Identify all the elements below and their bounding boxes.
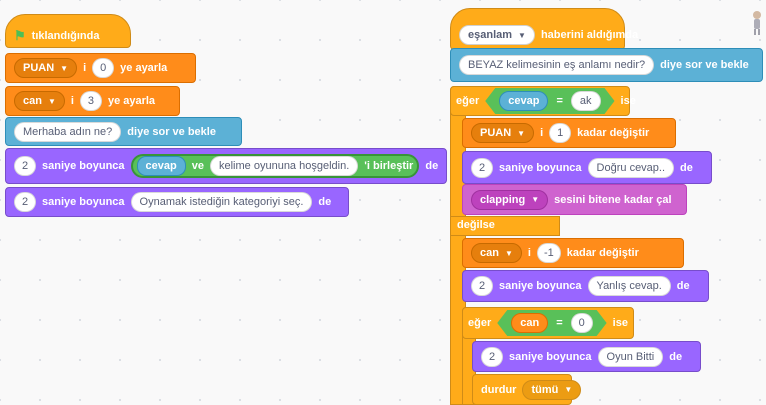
message-dropdown[interactable]: eşanlam ▼: [459, 25, 535, 45]
sprite-thumbnail[interactable]: [750, 10, 764, 36]
can-var-dropdown[interactable]: can ▼: [471, 243, 522, 263]
dropdown-value: eşanlam: [468, 29, 513, 41]
can-reporter[interactable]: can: [511, 313, 548, 333]
dropdown-value: PUAN: [23, 62, 55, 74]
question-input[interactable]: Merhaba adın ne?: [14, 121, 122, 142]
dropdown-caret-icon: ▼: [60, 63, 69, 73]
if-label: eğer: [456, 95, 480, 107]
question-input[interactable]: BEYAZ kelimesinin eş anlamı nedir?: [459, 55, 655, 75]
block-text: saniye boyunca: [509, 350, 592, 363]
dropdown-caret-icon: ▼: [564, 385, 573, 394]
then-label: ise: [612, 317, 628, 329]
seconds-input[interactable]: 2: [471, 157, 493, 178]
block-text: diye sor ve bekle: [127, 125, 216, 138]
seconds-input[interactable]: 2: [14, 156, 36, 176]
change-can-block[interactable]: can ▼ i -1 kadar değiştir: [462, 238, 684, 268]
join-reporter[interactable]: cevap ve kelime oyununa hoşgeldin. 'i bi…: [130, 154, 420, 178]
hat-label: tıklandığında: [31, 30, 100, 42]
dropdown-caret-icon: ▼: [504, 248, 513, 258]
puan-var-dropdown[interactable]: PUAN ▼: [471, 123, 535, 143]
compare-input[interactable]: ak: [571, 91, 601, 111]
equals-operator[interactable]: cevap = ak: [485, 88, 614, 114]
say-wrong-block[interactable]: 2 saniye boyunca Yanlış cevap. de: [462, 270, 709, 302]
block-text: sesini bitene kadar çal: [554, 193, 672, 206]
equals-sign: =: [556, 95, 563, 107]
block-text: durdur: [481, 383, 517, 396]
value-input[interactable]: 1: [549, 123, 572, 143]
message-input[interactable]: Oyun Bitti: [597, 346, 664, 367]
dropdown-caret-icon: ▼: [531, 195, 540, 204]
puan-var-dropdown[interactable]: PUAN ▼: [14, 58, 78, 78]
ask-and-wait-block[interactable]: Merhaba adın ne? diye sor ve bekle: [5, 117, 242, 146]
stop-option-dropdown[interactable]: tümü ▼: [522, 379, 582, 400]
equals-operator[interactable]: can = 0: [497, 310, 606, 336]
block-text: kadar değiştir: [566, 247, 639, 259]
stop-block[interactable]: durdur tümü ▼: [472, 374, 582, 405]
block-text: ye ayarla: [120, 62, 168, 74]
if-header: eğer cevap = ak ise: [450, 86, 642, 116]
sound-dropdown[interactable]: clapping ▼: [471, 189, 549, 210]
block-text: i: [527, 247, 531, 259]
equals-sign: =: [556, 317, 563, 329]
block-text: de: [669, 350, 683, 363]
when-i-receive-hat[interactable]: eşanlam ▼ haberini aldığımda: [450, 8, 638, 50]
dropdown-value: tümü: [531, 383, 559, 396]
block-text: de: [680, 161, 693, 174]
block-text: de: [318, 196, 332, 208]
value-input[interactable]: 0: [92, 58, 115, 78]
when-flag-clicked-hat[interactable]: ⚑ tıklandığında: [5, 14, 131, 48]
message-input[interactable]: Doğru cevap..: [587, 157, 675, 178]
block-text: diye sor ve bekle: [660, 59, 749, 71]
seconds-input[interactable]: 2: [471, 276, 493, 296]
dropdown-value: clapping: [480, 193, 526, 206]
green-flag-icon: ⚑: [14, 28, 26, 43]
say-category-block[interactable]: 2 saniye boyunca Oynamak istediğin kateg…: [5, 187, 349, 217]
change-puan-block[interactable]: PUAN ▼ i 1 kadar değiştir: [462, 118, 676, 148]
message-input[interactable]: Oynamak istediğin kategoriyi seç.: [130, 192, 313, 212]
answer-reporter[interactable]: cevap: [499, 91, 548, 111]
join-text-input[interactable]: kelime oyununa hoşgeldin.: [210, 156, 359, 176]
seconds-input[interactable]: 2: [14, 192, 36, 212]
set-puan-block[interactable]: PUAN ▼ i 0 ye ayarla: [5, 53, 196, 83]
block-text: i: [540, 127, 544, 139]
inner-if-header: eğer can = 0 ise: [462, 307, 634, 339]
block-text: i: [70, 95, 74, 107]
dropdown-caret-icon: ▼: [517, 128, 526, 138]
block-text: saniye boyunca: [499, 280, 582, 292]
answer-reporter[interactable]: cevap: [136, 156, 186, 176]
can-var-dropdown[interactable]: can ▼: [14, 91, 65, 111]
if-label: eğer: [468, 317, 492, 329]
seconds-input[interactable]: 2: [481, 346, 503, 367]
block-text: de: [425, 160, 439, 172]
compare-input[interactable]: 0: [571, 313, 593, 333]
hat-label: haberini aldığımda: [540, 29, 639, 41]
block-text: kadar değiştir: [577, 127, 650, 139]
value-input[interactable]: 3: [79, 91, 102, 111]
message-input[interactable]: Yanlış cevap.: [587, 276, 671, 296]
then-label: ise: [620, 95, 636, 107]
else-bar[interactable]: [450, 216, 560, 236]
dropdown-value: PUAN: [480, 127, 512, 139]
say-join-block[interactable]: 2 saniye boyunca cevap ve kelime oyununa…: [5, 148, 447, 184]
value-input[interactable]: -1: [536, 243, 561, 263]
block-text: i: [83, 62, 87, 74]
else-label: değilse: [457, 219, 495, 231]
block-text: de: [676, 280, 690, 292]
play-sound-until-done-block[interactable]: clapping ▼ sesini bitene kadar çal: [462, 184, 687, 215]
dropdown-caret-icon: ▼: [47, 96, 56, 106]
dropdown-value: can: [480, 247, 499, 259]
set-can-block[interactable]: can ▼ i 3 ye ayarla: [5, 86, 180, 116]
say-game-over-block[interactable]: 2 saniye boyunca Oyun Bitti de: [472, 341, 701, 372]
say-correct-block[interactable]: 2 saniye boyunca Doğru cevap.. de: [462, 151, 712, 184]
dropdown-value: can: [23, 95, 42, 107]
block-text: saniye boyunca: [499, 161, 582, 174]
block-text: ve: [191, 160, 204, 172]
block-text: ye ayarla: [107, 95, 156, 107]
block-text: saniye boyunca: [42, 196, 125, 208]
dropdown-caret-icon: ▼: [518, 30, 526, 40]
block-text: 'i birleştir: [364, 160, 414, 172]
block-text: saniye boyunca: [42, 160, 125, 172]
ask-and-wait-block-2[interactable]: BEYAZ kelimesinin eş anlamı nedir? diye …: [450, 48, 763, 82]
